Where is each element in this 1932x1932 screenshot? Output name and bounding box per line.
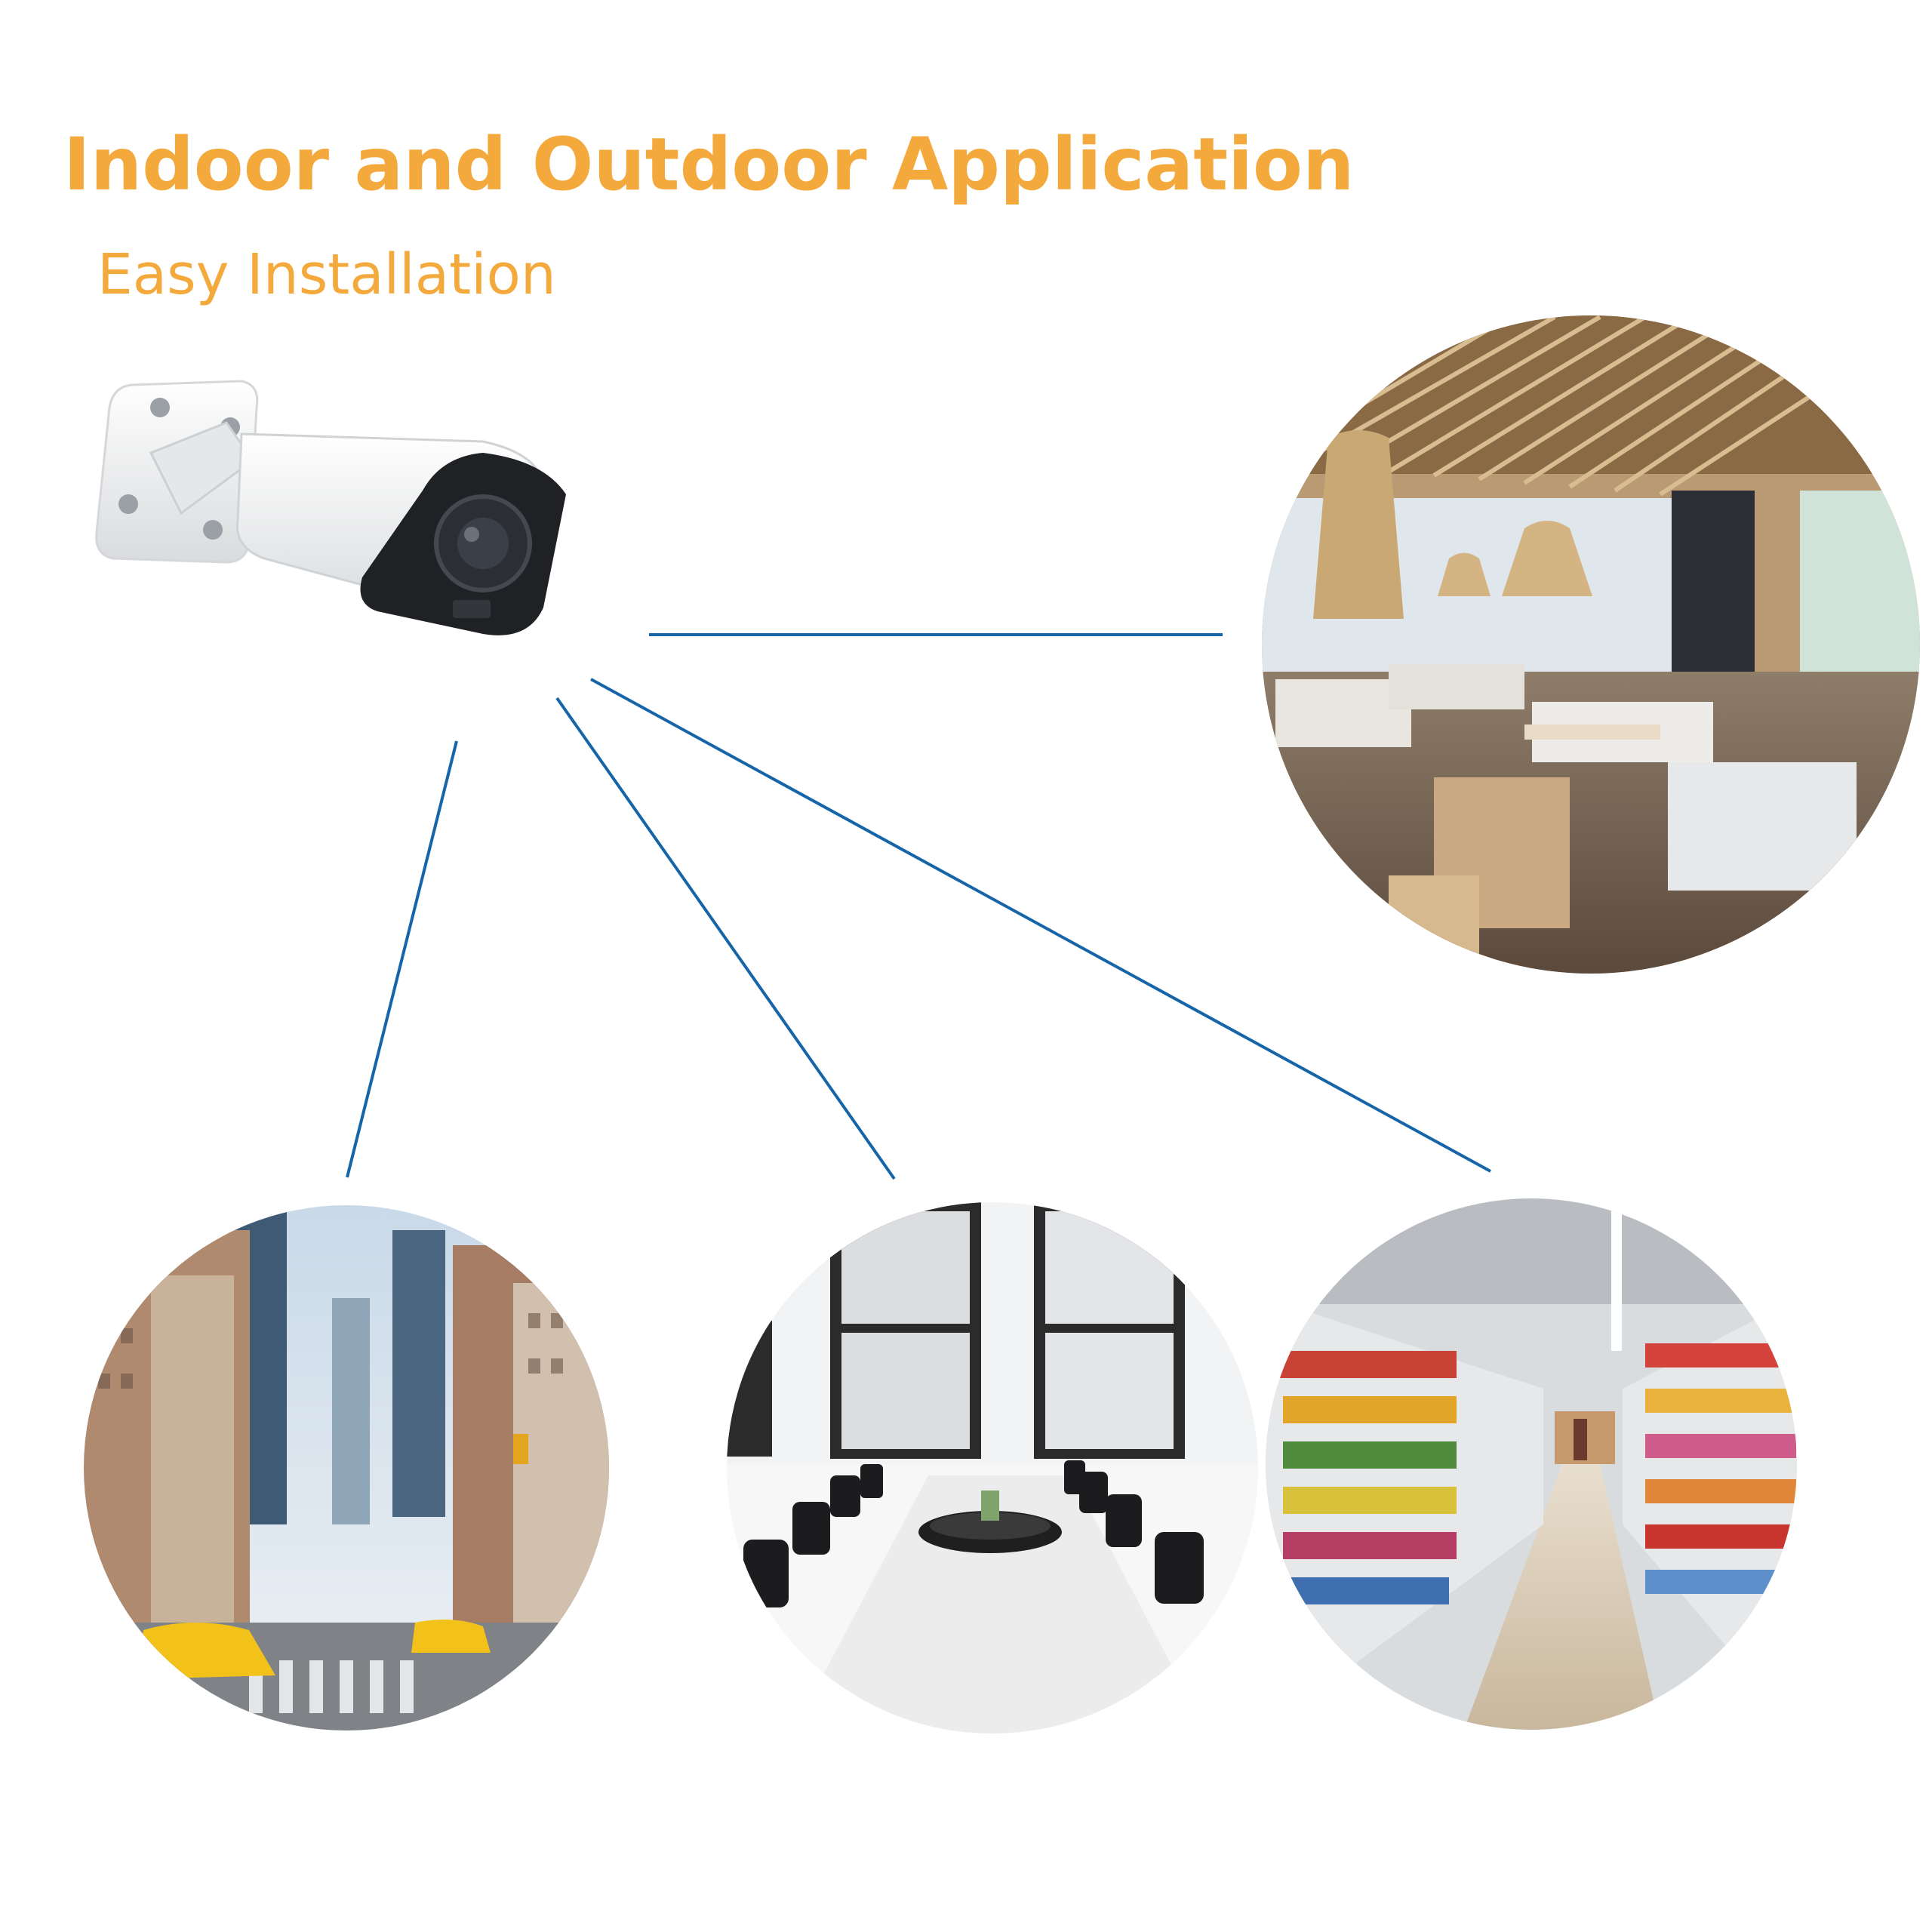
connector-line-conference: [555, 697, 896, 1180]
bullet-camera-icon: [95, 380, 566, 635]
page-title: Indoor and Outdoor Application: [63, 122, 1355, 207]
city-street-photo: [84, 1205, 609, 1730]
supermarket-aisle-photo: [1266, 1198, 1797, 1730]
connector-line-supermarket: [590, 678, 1491, 1173]
lounge-interior-photo: [1262, 315, 1920, 974]
page-subtitle: Easy Installation: [97, 242, 556, 307]
connector-line-city: [346, 740, 458, 1178]
connector-lines: [346, 633, 1491, 1180]
conference-room-photo: [727, 1202, 1258, 1734]
